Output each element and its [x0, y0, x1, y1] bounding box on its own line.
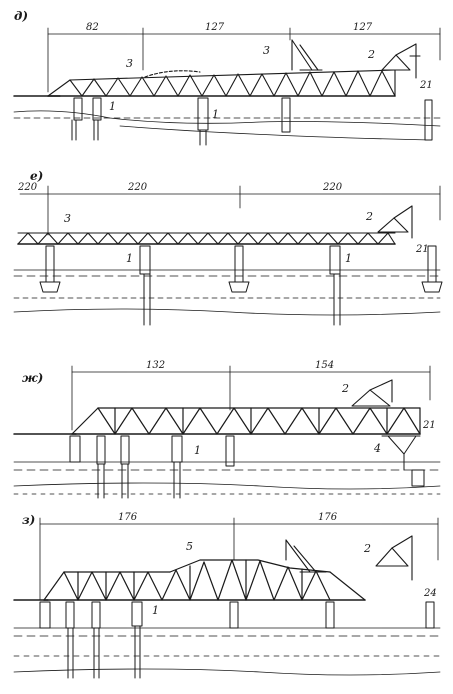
panel-e: е) 220 220 220 3 2 21	[13, 169, 443, 326]
panel-z-water	[13, 627, 441, 676]
panel-z-letter: з)	[22, 513, 35, 527]
panel-zh-dimension-line	[71, 365, 431, 431]
panel-e-span-1: 220	[17, 182, 38, 193]
panel-d-support-label-a: 1	[109, 100, 116, 113]
panel-d-truss-label-a: 3	[126, 57, 133, 70]
panel-d-support-label-b: 1	[212, 108, 219, 121]
panel-e-support-label-b: 1	[345, 252, 352, 265]
panel-e-dimension-line	[19, 185, 441, 236]
panel-zh-scaffold-label: 4	[373, 442, 381, 455]
panel-e-height: 21	[415, 244, 429, 255]
panel-d-supports	[71, 97, 433, 146]
panel-z-truss	[43, 559, 366, 601]
panel-e-span-3: 220	[322, 182, 343, 193]
panel-d-crane-label: 2	[367, 48, 375, 61]
panel-d: д) 82 127 127 3 3	[13, 9, 441, 146]
panel-z-supports	[39, 601, 435, 679]
panel-e-crane-label: 2	[365, 210, 373, 223]
panel-e-support-label-a: 1	[126, 252, 133, 265]
panel-e-water	[13, 269, 441, 316]
panel-zh-crane-label: 2	[341, 382, 349, 395]
panel-zh-span-1: 132	[146, 360, 165, 371]
panel-d-height: 21	[419, 80, 433, 91]
panel-d-ground	[13, 110, 441, 141]
panel-d-span-1: 82	[86, 22, 99, 33]
panel-d-crane-a	[291, 39, 323, 71]
panel-zh-water	[13, 461, 441, 495]
panel-e-crane	[377, 205, 413, 239]
panel-z-crane-label: 2	[363, 542, 371, 555]
panel-d-letter: д)	[14, 9, 28, 23]
panel-z-height: 24	[423, 588, 437, 599]
panel-z-crane-b	[375, 535, 413, 581]
panel-z-support-label: 1	[152, 604, 159, 617]
panel-d-truss	[47, 69, 396, 97]
panel-d-dimension-line	[47, 27, 441, 93]
panel-z-span-2: 176	[318, 512, 338, 523]
panel-e-letter: е)	[30, 169, 43, 183]
panel-d-truss-label-b: 3	[263, 44, 270, 57]
panel-zh-height: 21	[422, 420, 436, 431]
panel-zh-letter: ж)	[22, 371, 43, 385]
panel-e-supports	[39, 245, 443, 326]
panel-zh-crane	[351, 379, 393, 407]
panel-d-span-3: 127	[353, 22, 373, 33]
panel-zh-scaffold	[381, 435, 421, 471]
panel-zh-truss	[71, 407, 421, 435]
panel-z-span-1: 176	[118, 512, 138, 523]
panel-z-arch-label: 5	[186, 540, 193, 553]
panel-zh-span-2: 154	[315, 360, 334, 371]
panel-z-dimension-line	[39, 517, 439, 601]
panel-e-truss	[17, 232, 396, 245]
panel-e-truss-label: 3	[64, 212, 71, 225]
panel-zh: ж) 132 154 2 21	[13, 360, 441, 499]
panel-z: з) 176 176 5	[13, 512, 441, 679]
panel-z-crane-a	[285, 539, 327, 573]
panel-zh-support-label: 1	[194, 444, 201, 457]
panel-d-span-2: 127	[205, 22, 225, 33]
panel-e-span-2: 220	[127, 182, 148, 193]
panel-d-crane-b	[381, 43, 421, 79]
